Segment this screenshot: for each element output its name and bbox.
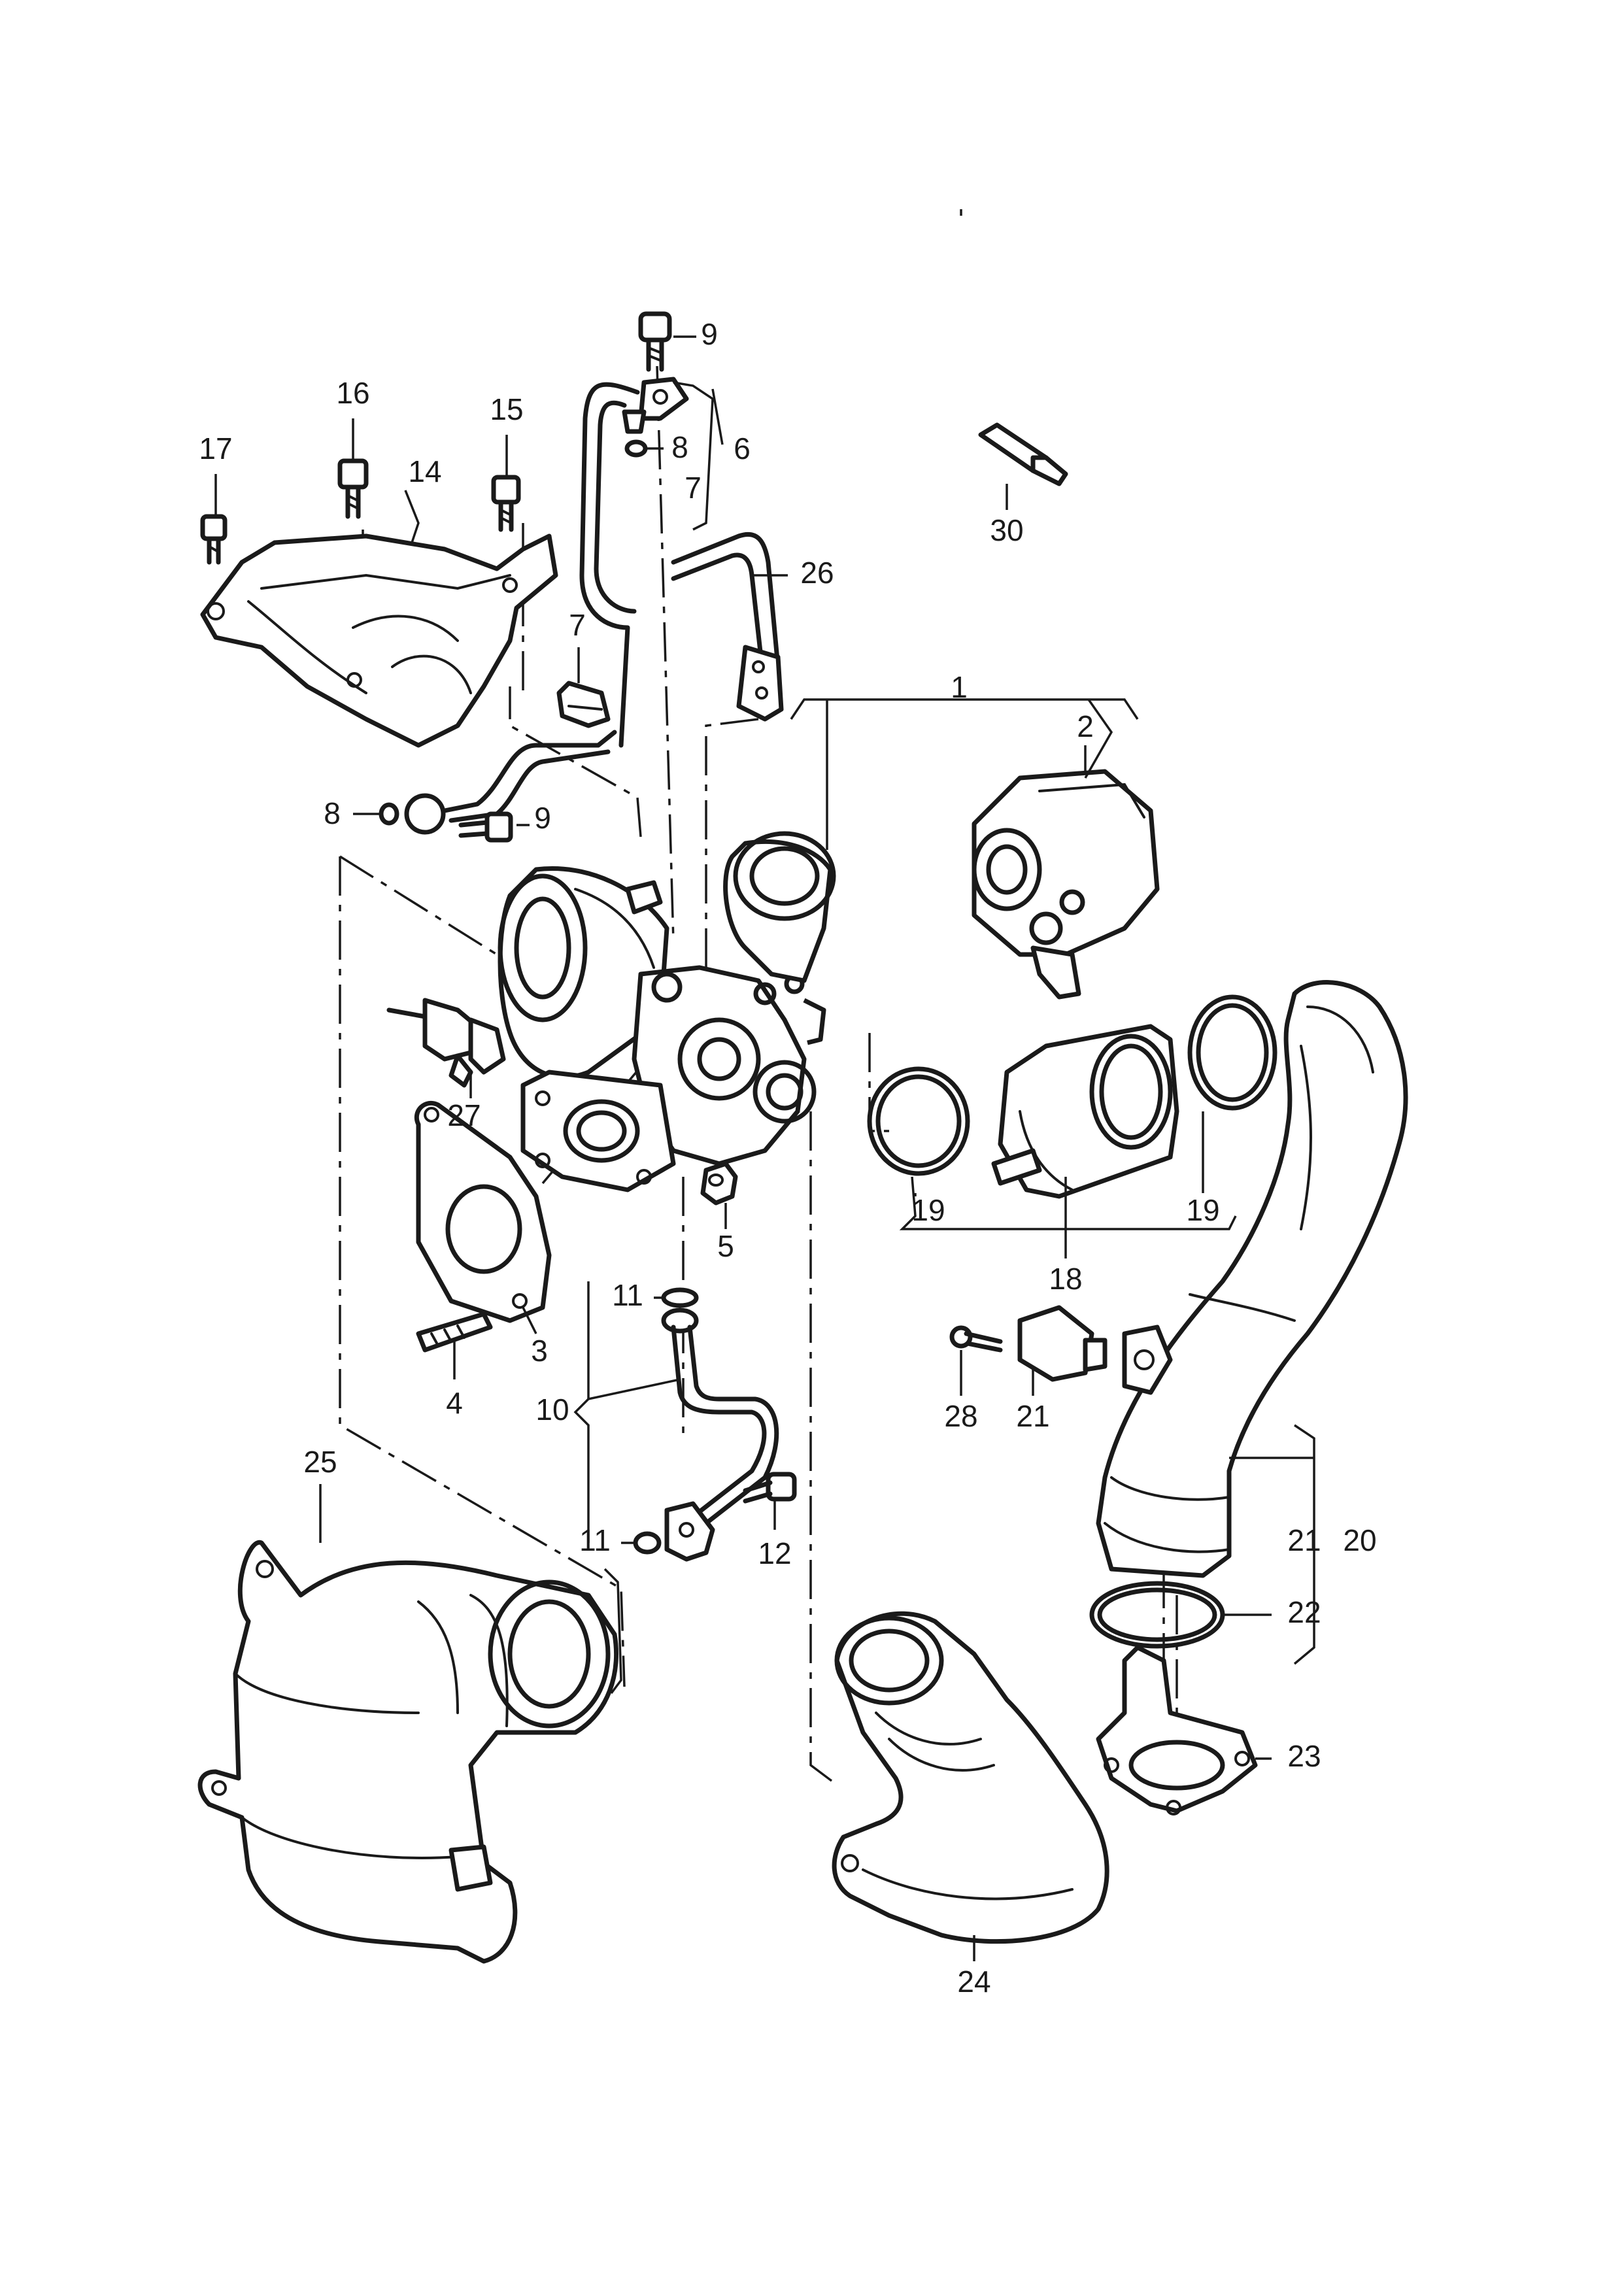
- oil-line-10: [661, 1308, 779, 1562]
- callout-23: 23: [1287, 1739, 1321, 1773]
- clip-7: [556, 681, 611, 728]
- intake-elbow-24: [832, 1611, 1109, 1944]
- bolt-15: [491, 475, 521, 532]
- sealant-tube-30: [978, 422, 1068, 486]
- callout-27: 27: [447, 1098, 481, 1132]
- catalytic-converter-25: [197, 1540, 618, 1964]
- callout-11-top: 11: [612, 1278, 643, 1312]
- charge-air-pipe-20: [1096, 980, 1408, 1578]
- bolt-28: [949, 1325, 1003, 1353]
- callout-17: 17: [199, 431, 232, 465]
- callout-25: 25: [303, 1445, 337, 1479]
- sensor-27: [386, 998, 506, 1088]
- connection-pipe-18: [991, 1024, 1179, 1199]
- bolt-17: [200, 514, 228, 565]
- nut-5: [700, 1161, 738, 1206]
- seal-ring-8-top: [624, 439, 648, 458]
- callout-19-right: 19: [1186, 1193, 1219, 1227]
- stud-4: [416, 1311, 493, 1353]
- callouts: 1 2 3 4 5 6 7 7 8 8 9 9 10 11 11 12 14 1…: [199, 317, 1376, 1999]
- callout-7-mid: 7: [569, 608, 586, 642]
- bolt-16: [337, 458, 369, 519]
- callout-21-lower: 21: [1287, 1523, 1321, 1557]
- callout-8-lower: 8: [324, 796, 341, 830]
- bracket-23: [1096, 1645, 1258, 1815]
- o-ring-19-left-inner: [875, 1074, 962, 1168]
- callout-6: 6: [734, 431, 751, 465]
- turbocharger-assembly: [498, 831, 836, 1192]
- callout-9-top: 9: [701, 317, 718, 351]
- callout-21-upper: 21: [1016, 1399, 1049, 1433]
- seal-ring-11-top: [661, 1287, 699, 1308]
- callout-8-top: 8: [671, 430, 688, 464]
- o-ring-19-right: [1187, 994, 1277, 1111]
- callout-4: 4: [446, 1386, 463, 1420]
- callout-11-lower: 11: [579, 1523, 611, 1557]
- callout-7-top: 7: [685, 471, 702, 505]
- callout-1: 1: [951, 670, 968, 704]
- callout-18: 18: [1049, 1262, 1082, 1296]
- callout-30: 30: [990, 513, 1023, 547]
- o-ring-19-right-inner: [1196, 1003, 1269, 1102]
- o-ring-22-inner: [1097, 1587, 1217, 1642]
- banjo-bolt-9-top: [638, 311, 672, 372]
- callout-3: 3: [531, 1334, 548, 1368]
- callout-14: 14: [408, 454, 441, 488]
- seal-ring-11-lower: [633, 1531, 662, 1555]
- callout-15: 15: [490, 392, 523, 426]
- bolt-9-lower: [458, 811, 513, 843]
- callout-19-left: 19: [911, 1193, 945, 1227]
- callout-20: 20: [1343, 1523, 1376, 1557]
- oil-feed-line-6: [404, 377, 689, 835]
- o-ring-22: [1089, 1581, 1225, 1649]
- callout-10: 10: [535, 1393, 569, 1427]
- callout-28: 28: [944, 1399, 977, 1433]
- o-ring-19-left: [867, 1066, 970, 1176]
- actuator-2: [972, 769, 1160, 1000]
- leader-lines: [214, 209, 1315, 1961]
- callout-12: 12: [758, 1536, 791, 1570]
- bolt-12: [743, 1472, 797, 1504]
- heat-shield-14: [200, 533, 558, 748]
- oil-return-line-26: [671, 532, 784, 722]
- gasket-3: [414, 1100, 552, 1323]
- callout-5: 5: [717, 1229, 734, 1263]
- pressure-sensor-21: [1017, 1305, 1173, 1395]
- callout-16: 16: [336, 376, 369, 410]
- seal-ring-8-lower: [379, 802, 399, 826]
- callout-26: 26: [800, 556, 834, 590]
- callout-9-lower: 9: [534, 801, 551, 835]
- callout-2: 2: [1077, 709, 1094, 743]
- callout-24: 24: [957, 1965, 990, 1999]
- callout-22: 22: [1287, 1595, 1321, 1629]
